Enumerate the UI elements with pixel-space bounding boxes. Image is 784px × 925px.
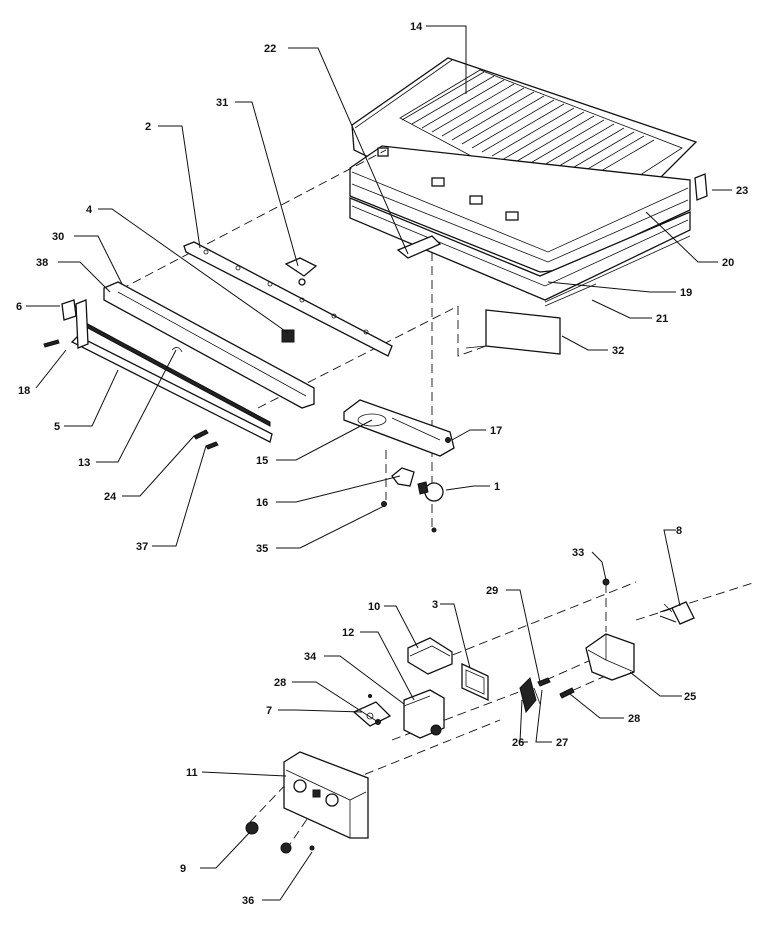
callout-4: 4 (86, 204, 93, 216)
callout-13: 13 (78, 457, 90, 469)
crisper-frame-20 (349, 145, 691, 273)
callout-37: 37 (136, 541, 148, 553)
callout-2: 2 (145, 121, 151, 133)
callout-28-left: 28 (274, 677, 286, 689)
callout-12: 12 (342, 627, 354, 639)
switch-31 (284, 257, 318, 286)
callout-17: 17 (490, 425, 502, 437)
clip-4 (281, 329, 295, 343)
callout-14: 14 (410, 21, 423, 33)
callout-5: 5 (54, 421, 60, 433)
callout-25: 25 (684, 691, 696, 703)
screw-29-28 (537, 677, 575, 699)
knobs-9-36 (245, 821, 315, 854)
callout-3: 3 (432, 599, 438, 611)
callout-32: 32 (612, 345, 624, 357)
panel-32 (465, 309, 561, 355)
callout-9: 9 (180, 863, 186, 875)
callout-18: 18 (18, 385, 30, 397)
callout-8: 8 (676, 525, 682, 537)
clip-8 (663, 601, 695, 625)
callout-1: 1 (494, 481, 500, 493)
callout-36: 36 (242, 895, 254, 907)
callout-6: 6 (16, 301, 22, 313)
callout-20: 20 (722, 257, 734, 269)
callout-35: 35 (256, 543, 268, 555)
callout-27: 27 (556, 737, 568, 749)
socket-16 (391, 467, 415, 487)
callout-28-right: 28 (628, 713, 640, 725)
strip-5 (70, 335, 273, 443)
thermostat-12 (403, 689, 445, 739)
callout-29: 29 (486, 585, 498, 597)
callout-19: 19 (680, 287, 692, 299)
leader-lines (26, 25, 732, 901)
callout-30: 30 (52, 231, 64, 243)
crisper-base-21 (544, 235, 691, 307)
callout-33: 33 (572, 547, 584, 559)
thermostat-housing-25 (585, 633, 635, 681)
screws-24-37 (43, 339, 219, 450)
callout-24: 24 (104, 491, 117, 503)
callout-22: 22 (264, 43, 276, 55)
rail-30 (103, 281, 315, 409)
crisper-frame-19 (349, 197, 691, 301)
callout-23: 23 (736, 185, 748, 197)
callout-labels: 14 22 31 2 4 30 38 6 18 5 13 24 37 23 20… (16, 21, 748, 907)
callout-34: 34 (304, 651, 317, 663)
callout-26: 26 (512, 737, 524, 749)
callout-21: 21 (656, 313, 668, 325)
bracket-22 (396, 235, 442, 259)
trim-18 (75, 299, 89, 349)
control-housing-11 (283, 751, 369, 839)
bracket-2 (183, 241, 393, 357)
callout-11: 11 (186, 767, 198, 779)
damper-cover-10 (407, 637, 453, 675)
callout-31: 31 (216, 97, 228, 109)
bulb-1 (417, 481, 444, 502)
callout-16: 16 (256, 497, 268, 509)
clip-6 (61, 299, 77, 321)
damper-26-27 (519, 677, 541, 714)
callout-10: 10 (368, 601, 380, 613)
grille-3 (461, 662, 489, 702)
light-housing-15 (343, 399, 455, 457)
bracket-7 (352, 701, 392, 727)
callout-7: 7 (266, 705, 272, 717)
callout-15: 15 (256, 455, 268, 467)
clip-23 (694, 173, 708, 201)
spring-13 (171, 347, 183, 353)
callout-38: 38 (36, 257, 48, 269)
